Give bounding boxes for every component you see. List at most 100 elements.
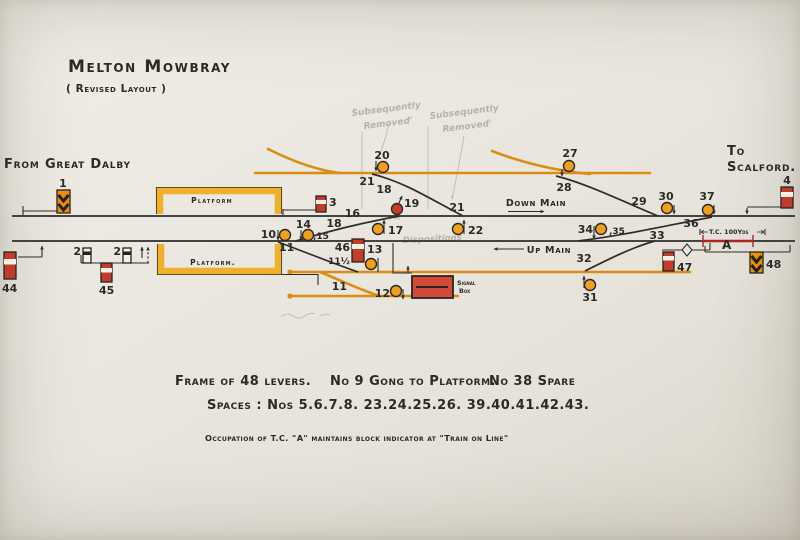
lever-label-27: 27 bbox=[562, 147, 577, 160]
platform-down-face bbox=[157, 244, 282, 275]
lever-label-21b: 21 bbox=[449, 201, 464, 214]
disc-34 bbox=[594, 222, 608, 236]
note-spaces: Spaces : Nos 5.6.7.8. 23.24.25.26. 39.40… bbox=[207, 398, 589, 413]
disc-13 bbox=[364, 257, 378, 271]
signal-44-stop bbox=[3, 251, 17, 280]
page-title: Melton Mowbray bbox=[68, 57, 231, 77]
lever-label-47: 47 bbox=[677, 261, 692, 274]
lever-label-21a: 21 bbox=[359, 175, 374, 188]
lever-label-30: 30 bbox=[658, 190, 674, 203]
pencil-arrow bbox=[377, 123, 390, 161]
lever-label-11half: 11½ bbox=[328, 256, 350, 267]
tc-section-ticks bbox=[702, 235, 754, 247]
signal-post bbox=[780, 186, 794, 209]
disc-10 bbox=[278, 228, 292, 242]
signal-band bbox=[83, 251, 91, 255]
signal-post bbox=[351, 238, 365, 263]
signal-post bbox=[122, 247, 132, 264]
signal-1-distant bbox=[56, 189, 71, 214]
goods-loop-left-curve bbox=[266, 147, 342, 175]
signal-4-stop bbox=[780, 186, 794, 209]
connection-32 bbox=[584, 240, 656, 272]
lever-label-32: 32 bbox=[576, 252, 591, 265]
lever-label-4: 4 bbox=[783, 174, 791, 187]
lever-label-20: 20 bbox=[374, 149, 390, 162]
lever-label-11b: 11 bbox=[332, 280, 347, 293]
signal-45-stop bbox=[100, 262, 113, 283]
disc-27 bbox=[562, 159, 576, 173]
distant-chevrons bbox=[57, 194, 70, 213]
platform-down-outline bbox=[156, 244, 283, 276]
lever-label-29: 29 bbox=[631, 195, 646, 208]
disc-30 bbox=[660, 201, 674, 215]
note-frame: Frame of 48 levers. bbox=[175, 374, 311, 389]
note-gong: No 9 Gong to Platform. bbox=[330, 374, 496, 389]
disc-37 bbox=[701, 203, 715, 217]
lever-label-44: 44 bbox=[2, 282, 18, 295]
lever-label-35: ,35 bbox=[609, 227, 625, 237]
crossover-33-36 bbox=[577, 216, 713, 242]
disc-17 bbox=[371, 222, 385, 236]
lever-label-31: 31 bbox=[582, 291, 597, 304]
lever-label-17: 17 bbox=[388, 224, 403, 237]
signal-box: Signal Box bbox=[411, 275, 476, 299]
signal-band bbox=[352, 244, 364, 249]
pencil-note-dispositions: Dispositions bbox=[403, 233, 462, 246]
pencil-scribble bbox=[280, 312, 331, 319]
lever-label-11a: 11 bbox=[279, 241, 294, 254]
direction-labels: Down Main Up Main bbox=[493, 198, 570, 256]
connection-29 bbox=[555, 175, 659, 217]
signal-band bbox=[123, 251, 131, 255]
tc-measure-arrows bbox=[700, 229, 765, 235]
goods-loop-right-curve bbox=[490, 149, 592, 176]
page-subtitle: ( Revised Layout ) bbox=[66, 83, 167, 95]
disc-14 bbox=[301, 228, 315, 242]
diamond-marker bbox=[681, 243, 693, 257]
disc-31 bbox=[583, 278, 597, 292]
signal-2b-shunt bbox=[122, 247, 132, 264]
ground-discs bbox=[276, 159, 716, 300]
distant-chevrons bbox=[750, 255, 763, 274]
siding-link bbox=[318, 270, 382, 298]
platform-up-face bbox=[156, 187, 282, 214]
to-label-line2: Scalford. bbox=[727, 160, 796, 175]
signal-47-stop bbox=[662, 251, 675, 272]
signal-band bbox=[101, 268, 112, 273]
pencil-note-removed-1b: Removed' bbox=[363, 116, 413, 132]
headings: Melton Mowbray ( Revised Layout ) From G… bbox=[4, 57, 796, 175]
lever-label-22: 22 bbox=[468, 224, 483, 237]
signal-band bbox=[4, 259, 16, 265]
running-lines bbox=[12, 173, 795, 273]
siding-end-dot bbox=[287, 293, 293, 299]
connection-21 bbox=[371, 173, 464, 217]
signal-box-label-2: Box bbox=[459, 287, 470, 295]
lever-label-18a: 18 bbox=[326, 217, 341, 230]
signal-band bbox=[663, 256, 674, 261]
siding-end-dot bbox=[287, 269, 293, 275]
lever-label-3: 3 bbox=[329, 196, 337, 209]
lever-label-12: 12 bbox=[375, 287, 390, 300]
from-label: From Great Dalby bbox=[4, 157, 131, 172]
disc-19 bbox=[390, 202, 404, 216]
lever-numbers: 1 2 2 3 4 44 45 10 14 ,15 11 11 11½ 12 1… bbox=[2, 147, 791, 304]
lever-label-36: 36 bbox=[683, 217, 699, 230]
pencil-arrow bbox=[451, 135, 465, 200]
lever-label-18b: 18 bbox=[376, 183, 391, 196]
lever-label-45: 45 bbox=[99, 284, 114, 297]
tc-length-label: T.C. 100Yds bbox=[709, 228, 748, 236]
lever-label-37: 37 bbox=[699, 190, 714, 203]
signal-post bbox=[82, 247, 92, 264]
note-spare: No 38 Spare bbox=[489, 374, 575, 389]
lever-label-15: ,15 bbox=[313, 232, 329, 242]
lever-label-13: 13 bbox=[367, 243, 382, 256]
lever-label-33: 33 bbox=[649, 229, 664, 242]
signal-2a-shunt bbox=[82, 247, 92, 264]
note-occupation: Occupation of T.C. "A" maintains block i… bbox=[205, 433, 509, 443]
signal-band bbox=[316, 200, 326, 204]
lever-label-2b: 2 bbox=[113, 245, 121, 258]
track-circuit: T.C. 100Yds A bbox=[700, 228, 765, 252]
lever-label-34: 34 bbox=[578, 223, 594, 236]
signal-46-stop bbox=[351, 238, 365, 263]
signal-brackets bbox=[18, 206, 791, 274]
